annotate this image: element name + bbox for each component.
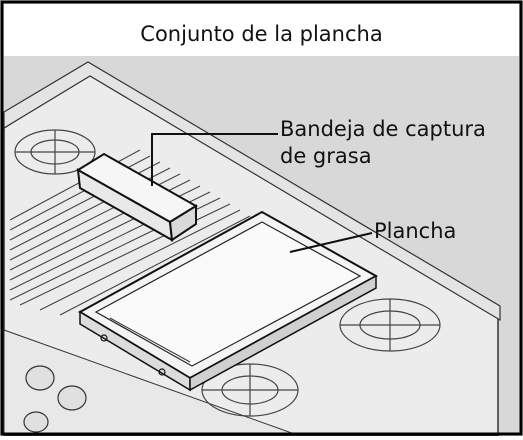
grease-tray-label-line1: Bandeja de captura	[280, 117, 486, 141]
backguard	[3, 61, 501, 322]
title-panel	[4, 4, 519, 56]
burner-back-left	[14, 129, 96, 175]
diagram-title: Conjunto de la plancha	[140, 22, 383, 46]
leader-line-grease-tray	[151, 133, 278, 186]
burner-back-right	[339, 298, 441, 352]
griddle-label: Plancha	[374, 219, 457, 243]
control-knobs	[23, 365, 87, 433]
leader-line-griddle	[289, 232, 373, 253]
grease-tray-label: Bandeja de captura de grasa	[280, 116, 486, 170]
grease-tray	[76, 152, 198, 242]
grease-tray-label-line2: de grasa	[280, 144, 372, 168]
burner-front-right	[201, 363, 299, 417]
griddle-plate	[77, 210, 379, 392]
